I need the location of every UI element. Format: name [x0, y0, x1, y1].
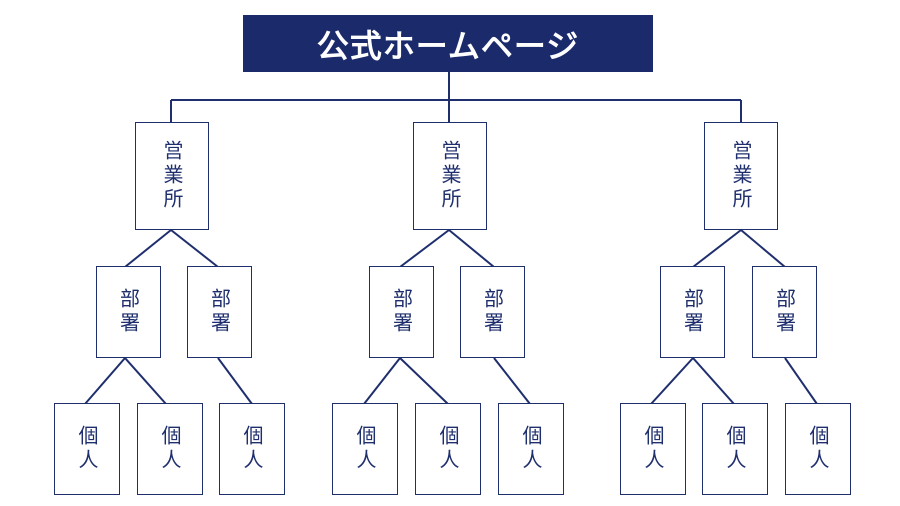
department-label: 部署	[389, 288, 414, 336]
person-label: 個人	[353, 425, 377, 473]
homepage-root-node[interactable]: 公式ホームページ	[243, 15, 653, 72]
person-label: 個人	[436, 425, 460, 473]
department-node[interactable]: 部署	[369, 266, 434, 358]
department-label: 部署	[207, 288, 232, 336]
person-label: 個人	[519, 425, 543, 473]
person-node[interactable]: 個人	[702, 403, 768, 495]
department-node[interactable]: 部署	[187, 266, 252, 358]
person-label: 個人	[641, 425, 665, 473]
person-node[interactable]: 個人	[498, 403, 564, 495]
office-node[interactable]: 営業所	[135, 122, 209, 230]
department-node[interactable]: 部署	[752, 266, 817, 358]
department-label: 部署	[680, 288, 705, 336]
department-label: 部署	[480, 288, 505, 336]
department-node[interactable]: 部署	[96, 266, 161, 358]
department-node[interactable]: 部署	[660, 266, 725, 358]
office-node[interactable]: 営業所	[413, 122, 487, 230]
office-label: 営業所	[729, 140, 753, 212]
person-node[interactable]: 個人	[620, 403, 686, 495]
person-label: 個人	[240, 425, 264, 473]
department-node[interactable]: 部署	[460, 266, 525, 358]
person-node[interactable]: 個人	[54, 403, 120, 495]
person-node[interactable]: 個人	[785, 403, 851, 495]
office-label: 営業所	[160, 140, 184, 212]
person-node[interactable]: 個人	[219, 403, 285, 495]
root-title: 公式ホームページ	[316, 26, 580, 65]
department-label: 部署	[772, 288, 797, 336]
person-label: 個人	[158, 425, 182, 473]
person-node[interactable]: 個人	[137, 403, 203, 495]
person-label: 個人	[75, 425, 99, 473]
person-label: 個人	[806, 425, 830, 473]
person-label: 個人	[723, 425, 747, 473]
office-node[interactable]: 営業所	[704, 122, 778, 230]
department-label: 部署	[116, 288, 141, 336]
person-node[interactable]: 個人	[332, 403, 398, 495]
office-label: 営業所	[438, 140, 462, 212]
person-node[interactable]: 個人	[415, 403, 481, 495]
